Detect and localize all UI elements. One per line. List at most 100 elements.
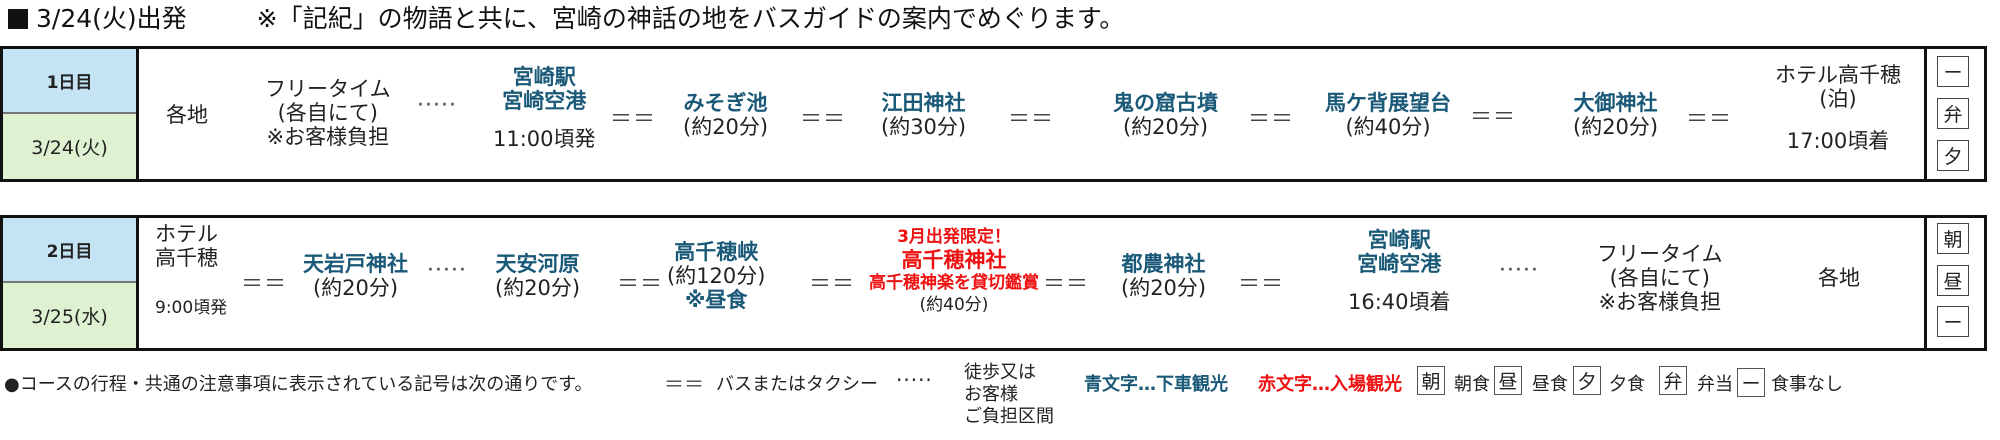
stop-duration: (約30分) [881,115,967,139]
day2-label-column: 2日目 3/25(水) [3,218,139,348]
breakfast-label: 朝食 [1454,374,1490,395]
bus-symbol: ＝＝ [1470,105,1517,130]
meal-bento-icon: 弁 [1937,98,1969,129]
stop-name: 都農神社 [1121,252,1206,276]
bus-symbol: ＝＝ [1248,107,1295,132]
legend-bus-label: バスまたはタクシー [716,374,878,395]
day1-label-column: 1日目 3/24(火) [3,49,139,179]
day1-stop-2: 江田神社 (約30分) [881,91,966,139]
day1-stop-1: みそぎ池 (約20分) [683,91,768,139]
lunch-note: ※昼食 [685,288,748,312]
bus-symbol: ＝＝ [800,107,847,132]
meal-lunch-icon: 昼 [1937,265,1969,296]
free-time-note: (各自にて) [1609,266,1710,290]
lunch-label: 昼食 [1532,374,1568,395]
day2-number: 2日目 [3,218,136,283]
free-time-label: フリータイム [265,77,391,101]
day2-station: 宮崎駅 宮崎空港 16:40頃着 [1348,228,1451,314]
legend-intro: ●コースの行程・共通の注意事項に表示されている記号は次の通りです。 [4,374,593,395]
day1-stop-4: 馬ケ背展望台 (約40分) [1325,91,1451,139]
special-description: 高千穂神楽を貸切鑑賞 [869,273,1039,293]
free-time-note: (各自にて) [277,101,378,125]
bus-symbol: ＝＝ [809,272,856,297]
meal-none-icon: ー [1937,306,1969,337]
day1-stop-5: 大御神社 (約20分) [1573,91,1658,139]
day1-itinerary: 1日目 3/24(火) 各地 フリータイム (各自にて) ※お客様負担 ····… [0,46,1987,182]
bento-label: 弁当 [1697,374,1733,395]
bus-symbol: ＝＝ [241,272,288,297]
stop-name: 天安河原 [495,252,580,276]
day1-free-time: フリータイム (各自にて) ※お客様負担 [265,77,391,149]
lunch-icon: 昼 [1494,366,1522,395]
hotel-stay-note: (泊) [1819,87,1857,111]
legend-blue-text: 青文字…下車観光 [1084,374,1228,395]
day1-date: 3/24(火) [3,114,136,179]
day1-stop-3: 鬼の窟古墳 (約20分) [1113,91,1218,139]
day2-stop-4: 都農神社 (約20分) [1121,252,1206,300]
legend-walk-symbol: ····· [896,368,933,392]
stop-duration: (約20分) [1573,115,1659,139]
airport-name: 宮崎空港 [1357,252,1442,276]
stop-duration: (約20分) [312,276,399,300]
walk-symbol: ····· [1499,258,1539,283]
hotel-name: ホテル高千穂 [1775,63,1901,87]
stop-duration: (約120分) [667,264,766,288]
legend-bus-symbol: ＝＝ [664,372,704,396]
bus-symbol: ＝＝ [617,272,664,297]
depart-time: 9:00頃発 [155,298,228,318]
dinner-icon: 夕 [1573,366,1601,395]
stop-name: 馬ケ背展望台 [1325,91,1451,115]
hotel-name-2: 高千穂 [155,246,218,270]
arrive-time: 17:00頃着 [1786,129,1890,153]
day2-stop-1: 天岩戸神社 (約20分) [303,252,408,300]
legend-red-text: 赤文字…入場観光 [1258,374,1402,395]
day1-meals: ー 弁 夕 [1924,49,1984,179]
stop-name: 江田神社 [881,91,966,115]
stop-duration: (約40分) [1345,115,1431,139]
no-meal-label: 食事なし [1771,374,1843,395]
tour-description: ※「記紀」の物語と共に、宮崎の神話の地をバスガイドの案内でめぐります。 [256,4,1125,33]
day1-station: 宮崎駅 宮崎空港 11:00頃発 [493,65,596,151]
station-name: 宮崎駅 [1367,228,1431,252]
hotel-name: ホテル [155,222,218,246]
walk-label-line: 徒歩又は [964,362,1036,383]
stop-duration: (約20分) [683,115,769,139]
station-name: 宮崎駅 [512,65,576,89]
day2-hotel: ホテル 高千穂 9:00頃発 [155,222,227,320]
walk-label-line: お客様 [964,384,1018,405]
bus-symbol: ＝＝ [1686,107,1733,132]
walk-symbol: ····· [417,93,457,118]
day2-date: 3/25(水) [3,283,136,348]
free-time-label: フリータイム [1597,242,1723,266]
free-time-cost: ※お客様負担 [1598,290,1722,314]
free-time-cost: ※お客様負担 [266,125,390,149]
bus-symbol: ＝＝ [1008,107,1055,132]
walk-symbol: ····· [427,258,467,283]
page-title: 3/24(火)出発 ※「記紀」の物語と共に、宮崎の神話の地をバスガイドの案内でめぐ… [8,2,1124,38]
departure-date: 3/24(火)出発 [36,4,187,33]
walk-label-line: ご負担区間 [964,406,1054,427]
stop-duration: (約20分) [1121,276,1207,300]
special-stop-name: 高千穂神社 [901,248,1007,272]
day1-start: 各地 [166,103,208,127]
meal-none-icon: ー [1937,56,1969,87]
breakfast-icon: 朝 [1417,366,1445,395]
bus-symbol: ＝＝ [1043,272,1090,297]
no-meal-icon: ー [1737,368,1765,397]
stop-name: 鬼の窟古墳 [1113,91,1218,115]
bento-icon: 弁 [1659,366,1687,395]
dinner-label: 夕食 [1609,374,1645,395]
day2-itinerary: 2日目 3/25(水) ホテル 高千穂 9:00頃発 ＝＝ 天岩戸神社 (約20… [0,215,1987,351]
stop-name: 大御神社 [1573,91,1658,115]
legend: ●コースの行程・共通の注意事項に表示されている記号は次の通りです。 ＝＝ バスま… [0,362,2000,440]
stop-name: みそぎ池 [683,91,768,115]
meal-breakfast-icon: 朝 [1937,223,1969,254]
depart-time: 11:00頃発 [493,127,596,151]
day1-hotel: ホテル高千穂 (泊) 17:00頃着 [1775,63,1901,153]
limited-badge: 3月出発限定！ [897,227,1011,247]
day1-number: 1日目 [3,49,136,114]
day2-end: 各地 [1818,266,1860,290]
day2-stop-3: 高千穂峡 (約120分) ※昼食 [667,240,765,312]
legend-walk-label: 徒歩又は お客様 ご負担区間 [964,362,1054,428]
day2-free-time: フリータイム (各自にて) ※お客様負担 [1597,242,1723,314]
